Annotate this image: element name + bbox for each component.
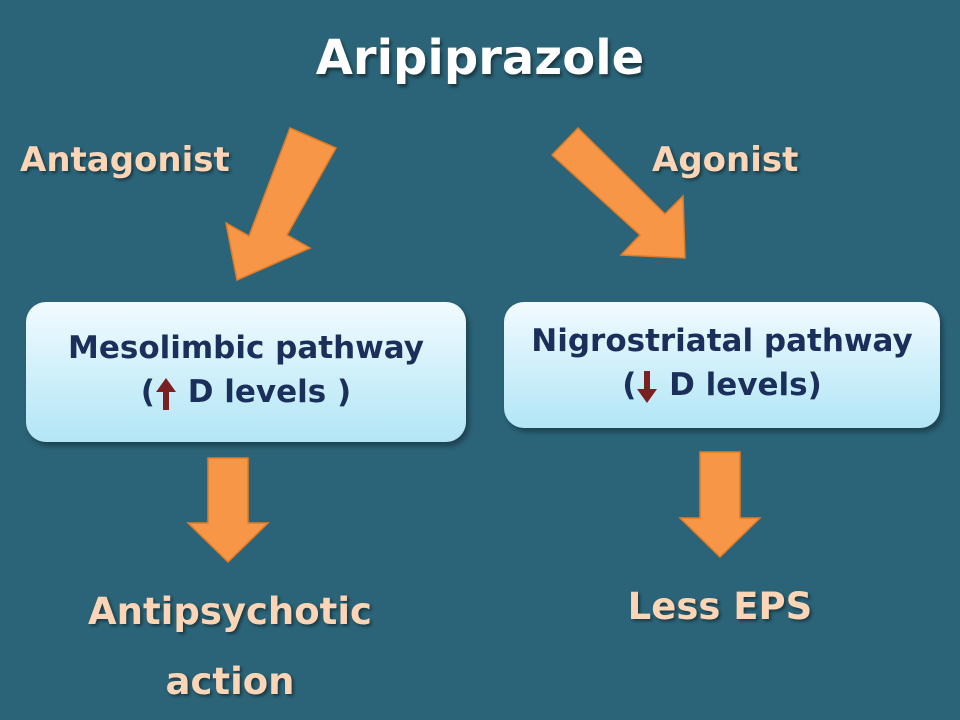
outcome-left-line2: action bbox=[165, 660, 295, 703]
antagonist-label: Antagonist bbox=[20, 140, 230, 180]
diagram-title: Aripiprazole bbox=[315, 30, 645, 86]
less-eps-outcome: Less EPS bbox=[627, 585, 813, 628]
mesolimbic-effect-text: D levels ) bbox=[176, 374, 352, 410]
mesolimbic-pathway-label: Mesolimbic pathway bbox=[68, 330, 424, 366]
mesolimbic-effect: ( D levels ) bbox=[26, 370, 466, 414]
nigrostriatal-pathway-box: Nigrostriatal pathway ( D levels) bbox=[504, 302, 940, 428]
arrow-to-mesolimbic bbox=[224, 126, 338, 282]
agonist-label: Agonist bbox=[652, 140, 799, 180]
mesolimbic-pathway-box: Mesolimbic pathway ( D levels ) bbox=[26, 302, 466, 442]
arrow-to-less-eps bbox=[678, 451, 762, 559]
nigrostriatal-effect-text: D levels) bbox=[658, 367, 822, 403]
up-arrow-icon bbox=[155, 377, 176, 410]
arrow-to-nigrostriatal bbox=[550, 126, 686, 259]
antipsychotic-action-outcome: Antipsychotic action bbox=[60, 577, 400, 717]
nigrostriatal-effect-open: ( bbox=[622, 367, 637, 403]
arrow-to-antipsychotic bbox=[186, 457, 270, 564]
nigrostriatal-pathway-label: Nigrostriatal pathway bbox=[531, 323, 913, 359]
down-arrow-icon bbox=[637, 370, 658, 403]
outcome-left-line1: Antipsychotic bbox=[88, 590, 372, 633]
nigrostriatal-effect: ( D levels) bbox=[504, 363, 940, 407]
mesolimbic-effect-open: ( bbox=[140, 374, 155, 410]
